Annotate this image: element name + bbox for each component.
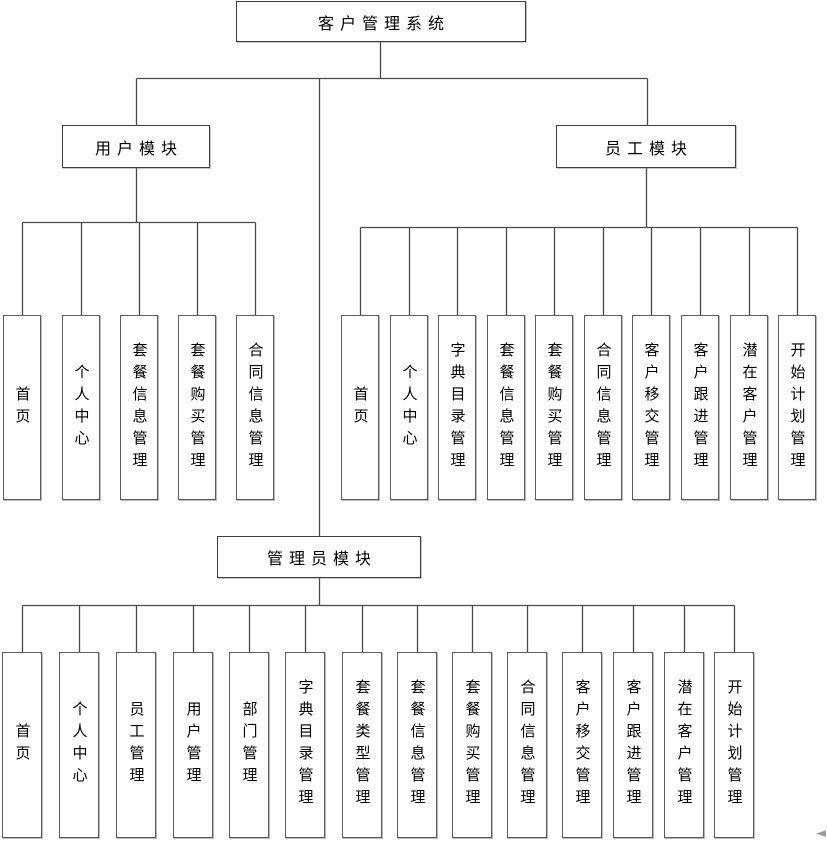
user-node-contract-info-management: 合同信息管理 (236, 315, 274, 500)
user-node-package-purchase-management: 套餐购买管理 (178, 315, 216, 500)
node-label: 套餐购买管理 (188, 341, 207, 474)
user-node-home: 首页 (3, 315, 41, 500)
admin-node-package-purchase-management: 套餐购买管理 (452, 652, 492, 838)
employee-node-customer-followup-management: 客户跟进管理 (681, 315, 719, 500)
employee-node-dictionary-catalog-management: 字典目录管理 (438, 315, 476, 500)
node-label: 套餐购买管理 (545, 341, 564, 474)
admin-node-customer-followup-management: 客户跟进管理 (613, 652, 653, 838)
employee-node-home: 首页 (341, 315, 379, 500)
admin-node-personal-center: 个人中心 (59, 652, 99, 838)
node-label: 客户跟进管理 (624, 679, 643, 811)
node-label: 合同信息管理 (246, 341, 265, 474)
employee-node-contract-info-management: 合同信息管理 (584, 315, 622, 500)
admin-node-home: 首页 (2, 652, 42, 838)
node-label: 个人中心 (400, 363, 419, 452)
node-label: 部门管理 (240, 701, 259, 789)
node-employee-module: 员工模块 (556, 125, 736, 168)
node-label: 字典目录管理 (448, 341, 467, 474)
node-label: 合同信息管理 (518, 679, 537, 811)
node-label: 开始计划管理 (725, 679, 744, 811)
employee-node-personal-center: 个人中心 (390, 315, 428, 500)
node-label: 员工模块 (604, 138, 693, 158)
node-label: 首页 (13, 723, 32, 767)
node-label: 套餐信息管理 (408, 679, 427, 811)
node-customer-management-system: 客户管理系统 (236, 1, 526, 42)
node-user-module: 用户模块 (62, 125, 210, 168)
admin-node-start-plan-management: 开始计划管理 (714, 652, 754, 838)
admin-node-package-type-management: 套餐类型管理 (342, 652, 382, 838)
node-label: 潜在客户管理 (675, 679, 694, 811)
employee-node-package-info-management: 套餐信息管理 (487, 315, 525, 500)
admin-node-customer-transfer-management: 客户移交管理 (562, 652, 602, 838)
node-label: 字典目录管理 (296, 679, 315, 811)
user-node-package-info-management: 套餐信息管理 (120, 315, 158, 500)
admin-node-contract-info-management: 合同信息管理 (507, 652, 547, 838)
employee-node-package-purchase-management: 套餐购买管理 (535, 315, 573, 500)
user-node-personal-center: 个人中心 (62, 315, 100, 500)
employee-node-potential-customer-management: 潜在客户管理 (730, 315, 768, 500)
node-label: 合同信息管理 (594, 341, 613, 474)
node-label: 客户移交管理 (642, 341, 661, 474)
node-label: 客户移交管理 (573, 679, 592, 811)
node-label: 开始计划管理 (788, 341, 807, 474)
node-label: 套餐类型管理 (353, 679, 372, 811)
node-label: 个人中心 (72, 363, 91, 452)
node-label: 套餐信息管理 (497, 341, 516, 474)
node-label: 套餐信息管理 (130, 341, 149, 474)
node-label: 首页 (13, 385, 32, 430)
node-label: 用户管理 (184, 701, 203, 789)
employee-node-customer-transfer-management: 客户移交管理 (632, 315, 670, 500)
node-label: 用户模块 (94, 138, 183, 158)
admin-node-user-management: 用户管理 (173, 652, 213, 838)
node-label: 首页 (351, 385, 370, 430)
admin-node-package-info-management: 套餐信息管理 (397, 652, 437, 838)
node-label: 客户跟进管理 (691, 341, 710, 474)
node-label: 套餐购买管理 (463, 679, 482, 811)
node-label: 管理员模块 (266, 549, 377, 568)
employee-node-start-plan-management: 开始计划管理 (778, 315, 816, 500)
admin-node-potential-customer-management: 潜在客户管理 (664, 652, 704, 838)
admin-node-employee-management: 员工管理 (116, 652, 156, 838)
node-label: 员工管理 (127, 701, 146, 789)
node-label: 潜在客户管理 (740, 341, 759, 474)
admin-node-dictionary-catalog-management: 字典目录管理 (285, 652, 325, 838)
node-admin-module: 管理员模块 (217, 536, 421, 578)
node-label: 客户管理系统 (317, 13, 450, 33)
cursor-artifact: ◄ (816, 826, 826, 841)
admin-node-department-management: 部门管理 (229, 652, 269, 838)
node-label: 个人中心 (70, 701, 89, 789)
